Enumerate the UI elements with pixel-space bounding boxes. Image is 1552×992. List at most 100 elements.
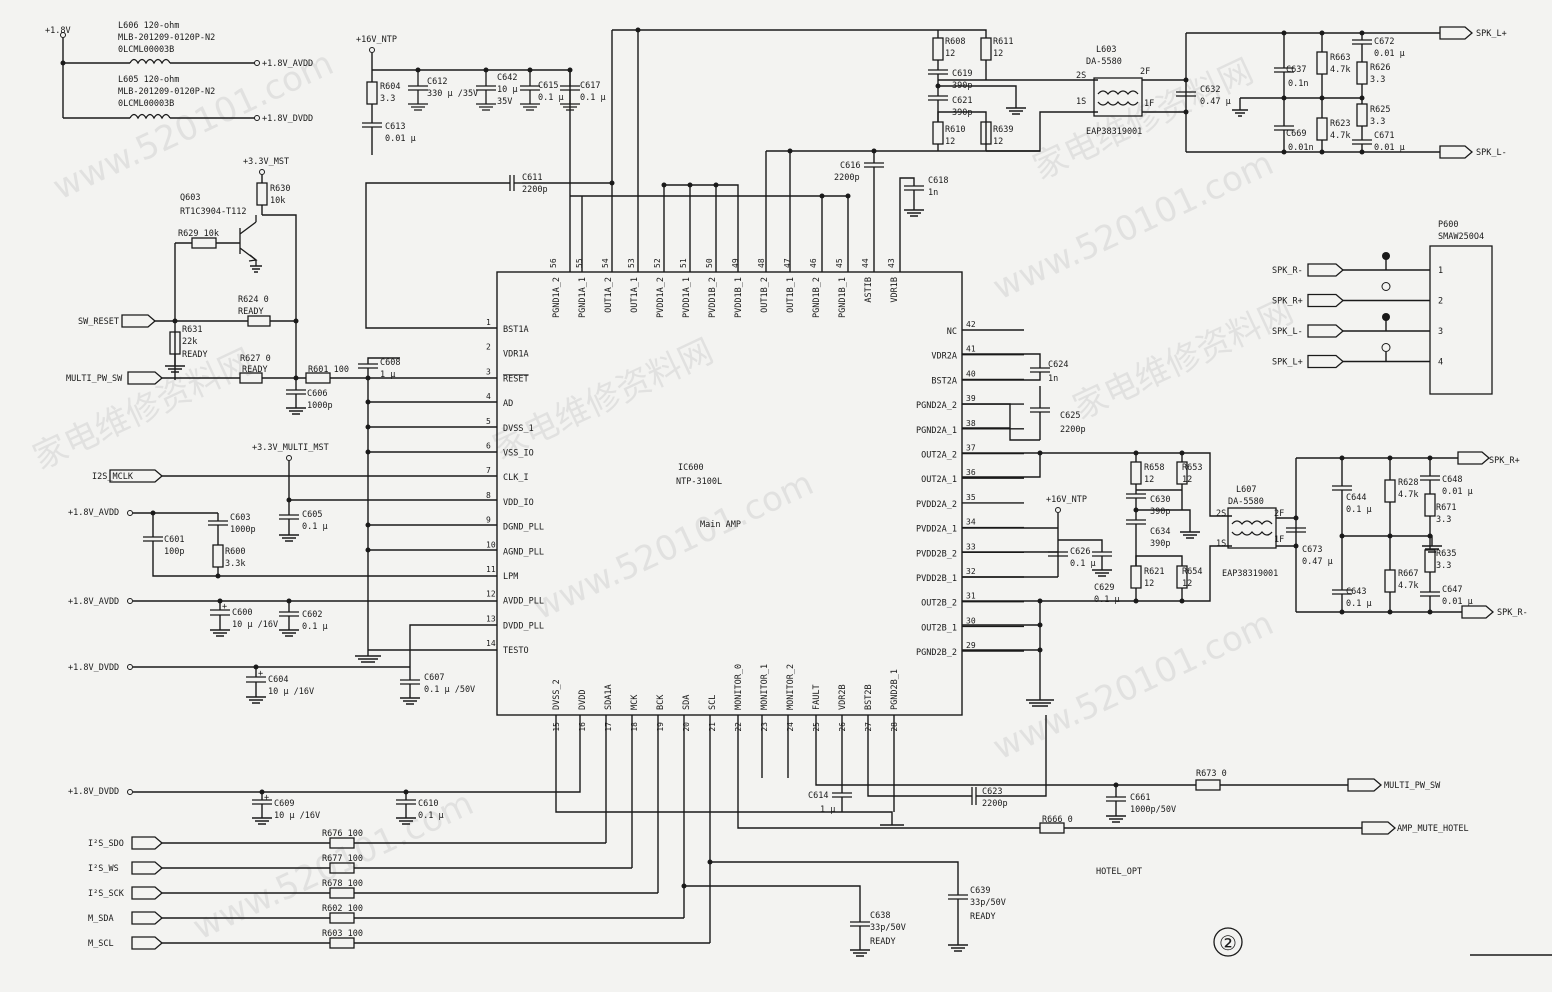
capacitor-c639 [948,894,968,900]
capacitor-c611 [509,175,515,191]
polarity-mark: + [222,602,227,612]
pin-number: 16 [578,722,587,732]
capacitor-c606 [286,389,306,395]
val-c624: 1n [1048,374,1058,384]
val-c642-voltage: 35V [497,97,512,107]
val-p600: SMAW250O4 [1438,232,1484,242]
capacitor-c648 [1420,475,1440,481]
capacitor-c605 [279,514,299,520]
capacitor-c609 [252,799,272,805]
ref-r608: R608 [945,37,965,47]
resistor-r626 [1356,61,1368,85]
val-c630: 390p [1150,507,1170,517]
polarity-mark: + [258,669,263,679]
watermark: 家电维修资料网 [1067,291,1300,428]
val-c671: 0.01 μ [1374,143,1405,153]
ref-c669: C669 [1286,129,1306,139]
val-c642: 10 μ [497,85,517,95]
capacitor-c634 [1126,519,1146,525]
pin-name: OUT1B_2 [760,277,770,313]
capacitor-c661 [1106,796,1126,802]
pin-name: TESTO [503,646,529,656]
pin-number: 46 [809,258,818,268]
resistor-r671 [1424,493,1436,517]
ref-r654: R654 [1182,567,1202,577]
port-spk-r-plus [1457,451,1490,465]
val-r600: 3.3k [225,559,245,569]
hotel-option-tag: HOTEL_OPT [1096,867,1142,877]
capacitor-c643 [1332,589,1352,595]
right-channel-filter: C624 1n C625 2200p +16V_NTP C626 0.1 μ C… [962,353,1528,707]
ref-c603: C603 [230,513,250,523]
page-marker: ② [1219,931,1237,955]
val-c611: 2200p [522,185,548,195]
rail-label: +1.8V_DVDD [68,663,119,673]
port-label: I2S_MCLK [92,472,134,482]
pin-number: 51 [679,258,688,268]
capacitor-c614 [832,792,852,798]
pin-number: 33 [966,542,976,551]
ref-c637: C637 [1286,65,1306,75]
ferrite-l606 [129,58,171,65]
pin-name: MCK [630,694,640,710]
ic-body [496,271,963,716]
val-l607: DA-5580 [1228,497,1264,507]
series-resistor [329,887,355,899]
ic-ref: IC600 [678,463,704,473]
ferrite-code: 0LCML00003B [118,45,174,55]
ref-r663: R663 [1330,53,1350,63]
port-multi-pw-sw [127,371,163,385]
port-connector-net [1307,293,1344,308]
capacitor-c624 [1030,367,1050,373]
pin-number: 5 [486,417,491,426]
resistor-r604 [366,81,378,105]
port-label: SPK_R+ [1489,456,1520,466]
ref-r673: R673 0 [1196,769,1227,779]
pin-number: 43 [887,258,896,268]
pin-name: VDD_IO [503,498,534,508]
ref-c630: C630 [1150,495,1170,505]
pin-number: 52 [653,258,662,268]
watermark: www.520101.com [527,463,820,628]
val-r628: 4.7k [1398,490,1418,500]
ref-c602: C602 [302,610,322,620]
connector-pin-number: 4 [1438,358,1443,368]
pin-2s: 2S [1076,71,1086,81]
pin-number: 38 [966,419,976,428]
val-c607: 0.1 μ /50V [424,685,475,695]
pin-name: PVDD1B_2 [708,277,718,318]
ref-q603: Q603 [180,193,200,203]
ref-r631: R631 [182,325,202,335]
ref-c648: C648 [1442,475,1462,485]
dvdd-pll: +1.8V_DVDD + C604 10 μ /16V C607 0.1 μ /… [68,624,497,705]
port-connector-net [1307,324,1344,338]
ref-c634: C634 [1150,527,1170,537]
ic-left-pins: 1BST1A2VDR1A3RESET4AD5DVSS_16VSS_IO7CLK_… [486,318,544,656]
ferrite-section: +1.8V L606 120-ohm MLB-201209-0120P-N2 0… [45,21,313,124]
val-c661: 1000p/50V [1130,805,1176,815]
ref-c672: C672 [1374,37,1394,47]
val-r639: 12 [993,137,1003,147]
rail-label: +1.8V_AVDD [262,59,313,69]
pin-name: PGND1A_1 [578,277,588,318]
val-c618: 1n [928,188,938,198]
resistor-label: R603 100 [322,929,363,939]
port-connector-net [1307,263,1344,277]
val-c643: 0.1 μ [1346,599,1372,609]
rail-label: +1.8V_AVDD [68,597,119,607]
resistor-r628 [1384,479,1396,503]
supply-capacitor [520,70,540,111]
ref-r639: R639 [993,125,1013,135]
port-label: SW_RESET [78,317,119,327]
pin-name: VSS_IO [503,449,534,459]
pin-number: 20 [682,722,691,732]
transistor-q603 [239,215,257,266]
resistor-r629 [191,237,217,249]
val-r623: 4.7k [1330,131,1350,141]
val-c639: 33p/50V [970,898,1006,908]
ref-c605: C605 [302,510,322,520]
part-l607: EAP38319001 [1222,569,1278,579]
pin-name: PGND1B_1 [838,277,848,318]
val-r654: 12 [1182,579,1192,589]
